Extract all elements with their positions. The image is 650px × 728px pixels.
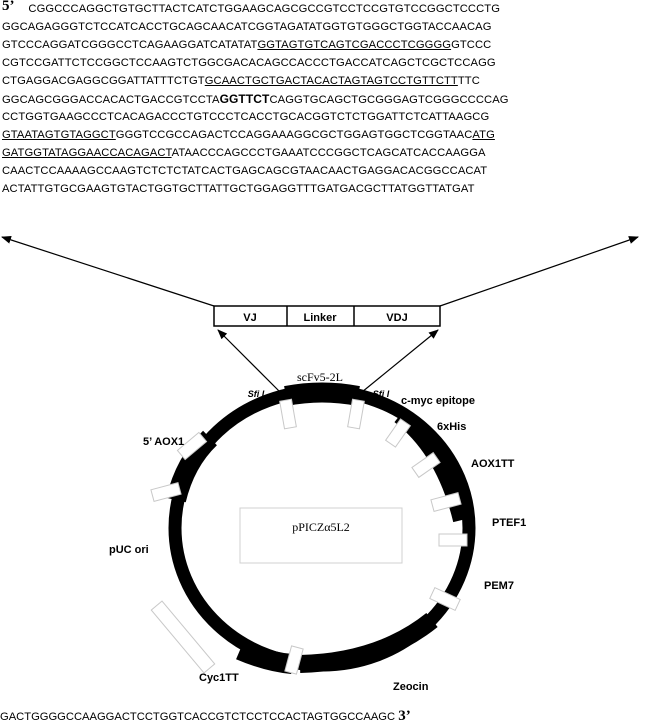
feature-arc-cyc1	[236, 640, 294, 674]
label-6xhis: 6xHis	[437, 421, 466, 433]
bottom-sequence: GACTGGGGCCAAGGACTCCTGGTCACCGTCTCCTCCACTA…	[0, 706, 650, 726]
bottom-sequence-text: GACTGGGGCCAAGGACTCCTGGTCACCGTCTCCTCCACTA…	[0, 711, 399, 723]
plasmid-ring	[166, 382, 476, 674]
sequence-segment: GGCAGAGGGTCTCCATCACCTGCAGCAACATCGGTAGATA…	[2, 21, 492, 33]
sequence-line: ACTATTGTGCGAAGTGTACTGGTGCTTATTGCTGGAGGTT…	[2, 180, 650, 198]
sequence-segment: CCTGGTGAAGCCCTCACAGACCCTGTCCCTCACCTGCACG…	[2, 111, 490, 123]
label-cmyc: c-myc epitope	[401, 395, 475, 407]
sequence-segment: ATG	[472, 129, 495, 141]
label-5aox1: 5’ AOX1	[143, 436, 184, 448]
plasmid-name-box	[239, 507, 403, 564]
segment-vdj: VDJ	[386, 312, 407, 324]
sequence-segment: CGGCCCAGGCTGTGCTTACTCATCTGGAAGCAGCGCCGTC…	[22, 3, 501, 15]
label-pem7: PEM7	[484, 580, 514, 592]
sequence-line: GATGGTATAGGAACCACAGACTATAACCCAGCCCTGAAAT…	[2, 144, 650, 162]
label-zeocin: Zeocin	[393, 681, 429, 693]
label-aox1tt: AOX1TT	[471, 458, 515, 470]
arrow-right-site	[361, 329, 439, 393]
label-ptef1: PTEF1	[492, 517, 526, 529]
sequence-segment: GGTTCT	[219, 92, 270, 106]
sequence-line: GTCCCAGGATCGGGCCTCAGAAGGATCATATATGGTAGTG…	[2, 36, 650, 54]
sequence-segment: ATAACCCAGCCCTGAAATCCCGGCTCAGCATCACCAAGGA	[171, 147, 486, 159]
sequence-line: CCTGGTGAAGCCCTCACAGACCCTGTCCCTCACCTGCACG…	[2, 108, 650, 126]
sequence-segment: GTCCC	[451, 39, 492, 51]
insert-label: scFv5-2L	[297, 370, 343, 384]
sequence-segment: ACTATTGTGCGAAGTGTACTGGTGCTTATTGCTGGAGGTT…	[2, 183, 475, 195]
sequence-line: GTAATAGTGTAGGCTGGGTCCGCCAGACTCCAGGAAAGGC…	[2, 126, 650, 144]
sequence-segment: CGTCCGATTCTCCGGCTCCAAGTCTGGCGACACAGCCACC…	[2, 57, 496, 69]
feature-markers	[150, 398, 468, 675]
sequence-segment: GCAACTGCTGACTACACTAGTAGTCCTGTTCTT	[204, 75, 458, 87]
sfi-site-left: Sfi I	[248, 389, 265, 399]
segment-linker: Linker	[303, 312, 337, 324]
arrow-left-site	[217, 329, 281, 393]
fan-line-left	[1, 235, 215, 307]
sequence-line: CAACTCCAAAAGCCAAGTCTCTCTATCACTGAGCAGCGTA…	[2, 162, 650, 180]
label-puc-ori: pUC ori	[109, 544, 149, 556]
three-prime-label: 3’	[398, 708, 411, 724]
label-cyc1tt: Cyc1TT	[199, 672, 239, 684]
sequence-segment: GGCAGCGGGACCACACTGACCGTCCTA	[2, 94, 220, 106]
sequence-segment: GGTAGTGTCAGTCGACCCTCGGGG	[257, 39, 452, 51]
sfi-site-right: Sfi I	[373, 389, 390, 399]
five-prime-label: 5’	[2, 0, 15, 14]
sequence-segment: CAGGTGCAGCTGCGGGAGTCGGGCCCCAG	[269, 94, 509, 106]
sequence-segment: GTCCCAGGATCGGGCCTCAGAAGGATCATATAT	[2, 39, 258, 51]
sequence-line: CGGCCCAGGCTGTGCTTACTCATCTGGAAGCAGCGCCGTC…	[22, 0, 650, 18]
sequence-segment: GTAATAGTGTAGGCT	[2, 129, 116, 141]
sequence-segment: CTGAGGACGAGGCGGATTATTTCTGT	[2, 75, 205, 87]
sequence-line: GGCAGCGGGACCACACTGACCGTCCTAGGTTCTCAGGTGC…	[2, 90, 650, 108]
segment-vj: VJ	[243, 312, 256, 324]
sequence-segment: GGGTCCGCCAGACTCCAGGAAAGGCGCTGGAGTGGCTCGG…	[115, 129, 473, 141]
sequence-line: GGCAGAGGGTCTCCATCACCTGCAGCAACATCGGTAGATA…	[2, 18, 650, 36]
feature-arc-zeocin	[299, 612, 438, 673]
plasmid-name: pPICZα5L2	[292, 520, 350, 534]
fan-line-right	[439, 236, 639, 307]
sequence-line: CGTCCGATTCTCCGGCTCCAAGTCTGGCGACACAGCCACC…	[2, 54, 650, 72]
sequence-segment: CAACTCCAAAAGCCAAGTCTCTCTATCACTGAGCAGCGTA…	[2, 165, 488, 177]
sequence-line: CTGAGGACGAGGCGGATTATTTCTGTGCAACTGCTGACTA…	[2, 72, 650, 90]
sequence-segment: GATGGTATAGGAACCACAGACT	[2, 147, 172, 159]
insert-arc	[284, 382, 360, 406]
sequence-segment: TTC	[457, 75, 480, 87]
scfv-construct-box: VJ Linker VDJ	[213, 305, 441, 327]
